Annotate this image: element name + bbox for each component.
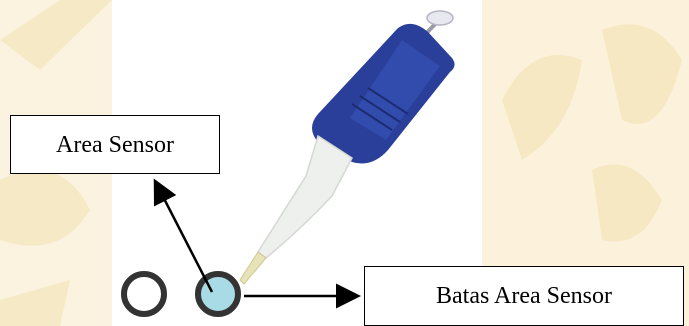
pipette-shaft bbox=[258, 136, 352, 258]
area-sensor-label: Area Sensor bbox=[10, 115, 220, 174]
batas-area-sensor-label: Batas Area Sensor bbox=[364, 266, 684, 326]
sensor-ring-icon bbox=[198, 274, 238, 314]
arrow-to-area-sensor bbox=[156, 183, 212, 292]
plunger-button bbox=[427, 11, 453, 25]
ring-icon bbox=[124, 274, 164, 314]
micropipette-icon bbox=[240, 11, 455, 284]
